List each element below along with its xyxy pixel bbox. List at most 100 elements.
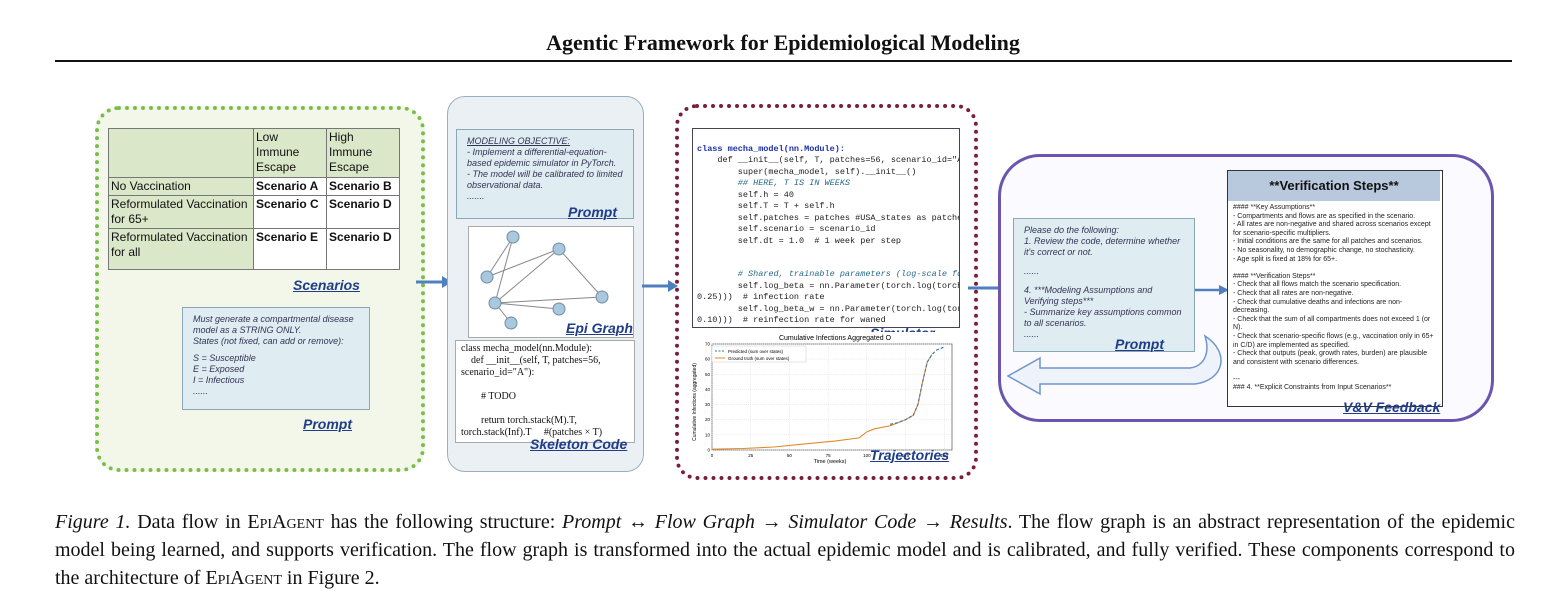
series-line [889, 346, 945, 425]
verification-title: **Verification Steps** [1228, 171, 1440, 201]
prompt-caption-2: Prompt [568, 204, 617, 220]
row-label: Reformulated Vaccination for all [108, 228, 254, 270]
epiagent-name: EpiAgent [205, 567, 282, 589]
title-rule [55, 60, 1512, 62]
table-cell: Scenario A [253, 177, 327, 196]
code-line: self.log_beta = nn.Parameter(torch.log(t… [737, 280, 959, 291]
legend-predicted: Predicted (sum over states) [728, 349, 784, 354]
note-line: Please do the following: [1024, 225, 1120, 235]
graph-node [552, 242, 566, 256]
figure-caption: Figure 1. Data flow in EpiAgent has the … [55, 508, 1515, 592]
code-line: self.patches = patches #USA_states as pa… [697, 212, 960, 223]
graph-node [488, 296, 502, 310]
verification-body: #### **Key Assumptions** - Compartments … [1233, 204, 1434, 392]
skeleton-code: class mecha_model(nn.Module): def __init… [455, 340, 635, 443]
x-tick-label: 50 [787, 453, 793, 458]
caption-flow: Prompt ↔ Flow Graph → Simulator Code → R… [562, 511, 1008, 533]
y-tick-label: 10 [705, 432, 711, 437]
y-tick-label: 40 [705, 387, 711, 392]
table-row: Reformulated Vaccination for 65+ Scenari… [108, 195, 400, 229]
series-line [711, 354, 933, 450]
prompt-note-3: Please do the following: 1. Review the c… [1013, 218, 1195, 352]
y-tick-label: 70 [705, 342, 711, 347]
epiagent-name: EpiAgent [247, 511, 324, 533]
note-line: ....... [467, 191, 485, 201]
verification-box [1227, 170, 1443, 407]
simulator-code: class mecha_model(nn.Module): def __init… [692, 128, 960, 328]
note-line: E = Exposed [193, 364, 245, 374]
y-tick-label: 50 [705, 372, 711, 377]
code-line: # Shared, trainable parameters (log-scal… [737, 269, 959, 279]
x-axis-label: Time (weeks) [814, 459, 847, 465]
note-line: Must generate a compartmental disease mo… [193, 314, 354, 335]
caption-text: has the following structure: [323, 511, 562, 533]
note-line: 4. ***Modeling Assumptions and Verifying… [1024, 285, 1153, 306]
x-tick-label: 25 [748, 453, 754, 458]
graph-node [595, 290, 609, 304]
note-line: 1. Review the code, determine whether it… [1024, 236, 1181, 257]
table-cell: Scenario D [326, 228, 400, 270]
x-tick-label: 100 [863, 453, 871, 458]
x-tick-label: 0 [711, 453, 714, 458]
code-line: self.dt = 1.0 # 1 week per step [697, 235, 902, 246]
note-spacer [1024, 277, 1184, 285]
y-tick-label: 20 [705, 417, 711, 422]
note-line: ...... [193, 386, 209, 396]
y-tick-label: 0 [707, 448, 710, 453]
y-axis-label: Cumulative Infections (aggregated) [692, 363, 698, 441]
epi-graph-diagram [468, 226, 634, 338]
note-line: - Implement a differential-equation-base… [467, 147, 617, 168]
graph-node [504, 316, 518, 330]
table-corner-cell [108, 128, 254, 178]
graph-node [552, 302, 566, 316]
note-heading: MODELING OBJECTIVE: [467, 136, 571, 146]
prompt-note-1: Must generate a compartmental disease mo… [182, 307, 370, 410]
code-line: ## HERE, T IS IN WEEKS [697, 178, 851, 188]
code-line: self.T = T + self.h [697, 201, 835, 211]
prompt-note-2: MODELING OBJECTIVE: - Implement a differ… [456, 129, 634, 219]
note-line: I = Infectious [193, 375, 245, 385]
note-line: States (not fixed, can add or remove): [193, 336, 344, 346]
note-line: ...... [1024, 329, 1040, 339]
x-tick-label: 150 [941, 453, 949, 458]
scenario-table: Low Immune Escape High Immune Escape No … [108, 128, 400, 270]
note-line: ...... [1024, 266, 1040, 276]
arrow-right-icon [1195, 285, 1229, 295]
row-label: Reformulated Vaccination for 65+ [108, 195, 254, 229]
row-label: No Vaccination [108, 177, 254, 196]
code-spacer [697, 247, 955, 258]
arrow-right-icon [642, 280, 678, 292]
prompt-caption-1: Prompt [303, 416, 352, 432]
code-line: self.scenario = scenario_id [697, 224, 876, 234]
scenarios-caption: Scenarios [293, 277, 360, 293]
graph-node [480, 270, 494, 284]
skeleton-caption: Skeleton Code [530, 436, 628, 452]
table-row: Reformulated Vaccination for all Scenari… [108, 228, 400, 270]
page-title: Agentic Framework for Epidemiological Mo… [546, 30, 1020, 55]
col-header: High Immune Escape [326, 128, 400, 178]
code-line: 0.10))) # reinfection rate for waned [697, 315, 886, 325]
caption-text: Data flow in [137, 511, 248, 533]
simulator-panel [675, 104, 978, 480]
note-line: S = Susceptible [193, 353, 256, 363]
caption-text: in Figure 2. [281, 567, 380, 589]
code-line: self.log_beta_w = nn.Parameter(torch.log… [737, 303, 959, 314]
code-line: self.h = 40 [697, 189, 794, 200]
prompt-caption-3: Prompt [1115, 336, 1164, 352]
note-line: - Summarize key assumptions common to al… [1024, 307, 1182, 328]
code-line: def __init__(self, T, patches=56, scenar… [697, 155, 960, 165]
trajectories-chart: Cumulative Infections Aggregated O Cumul… [690, 332, 962, 466]
legend-ground-truth: Ground truth (sum over states) [728, 356, 790, 361]
epi-graph-caption: Epi Graph [566, 320, 633, 336]
table-cell: Scenario D [326, 195, 400, 229]
x-tick-label: 75 [826, 453, 832, 458]
table-cell: Scenario B [326, 177, 400, 196]
table-row: No Vaccination Scenario A Scenario B [108, 177, 400, 196]
table-cell: Scenario C [253, 195, 327, 229]
graph-node [506, 230, 520, 244]
code-line: 0.25))) # infection rate [697, 292, 825, 302]
feedback-arrow-icon [1006, 334, 1222, 396]
trajectories-caption: Trajectories [870, 447, 950, 463]
chart-legend: Predicted (sum over states) Ground truth… [711, 345, 807, 363]
